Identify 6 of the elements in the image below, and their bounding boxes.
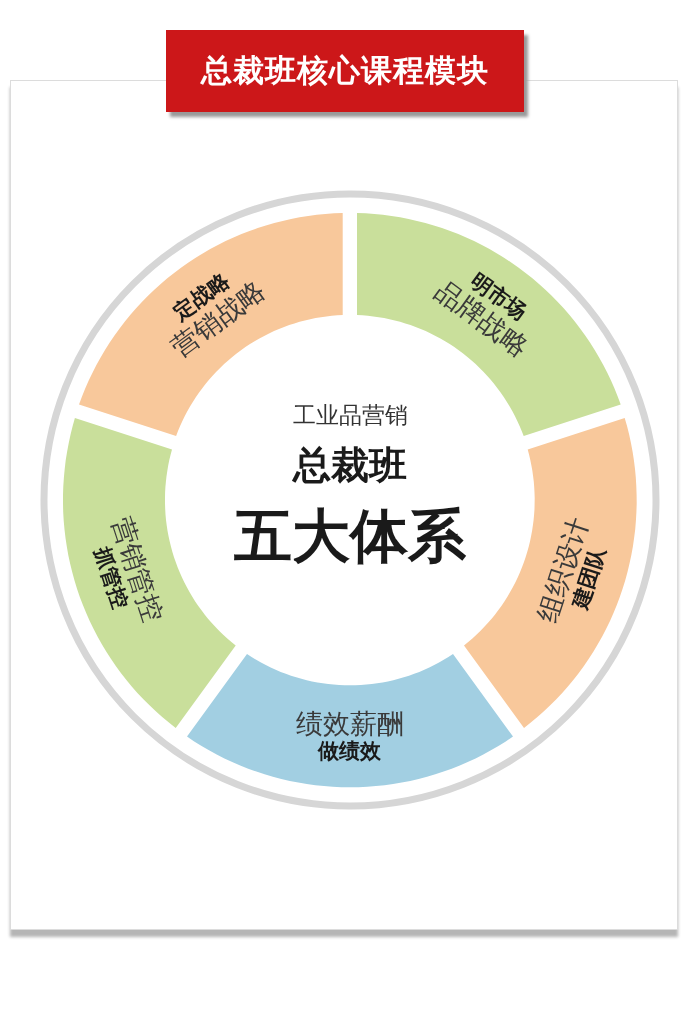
- banner-title: 总裁班核心课程模块: [201, 51, 489, 90]
- center-text: 总裁班: [293, 444, 407, 488]
- center-text: 五大体系: [234, 502, 466, 570]
- segment-title: 绩效薪酬: [296, 708, 404, 740]
- center-text: 工业品营销: [292, 401, 408, 429]
- segment-subtitle: 做绩效: [318, 739, 382, 764]
